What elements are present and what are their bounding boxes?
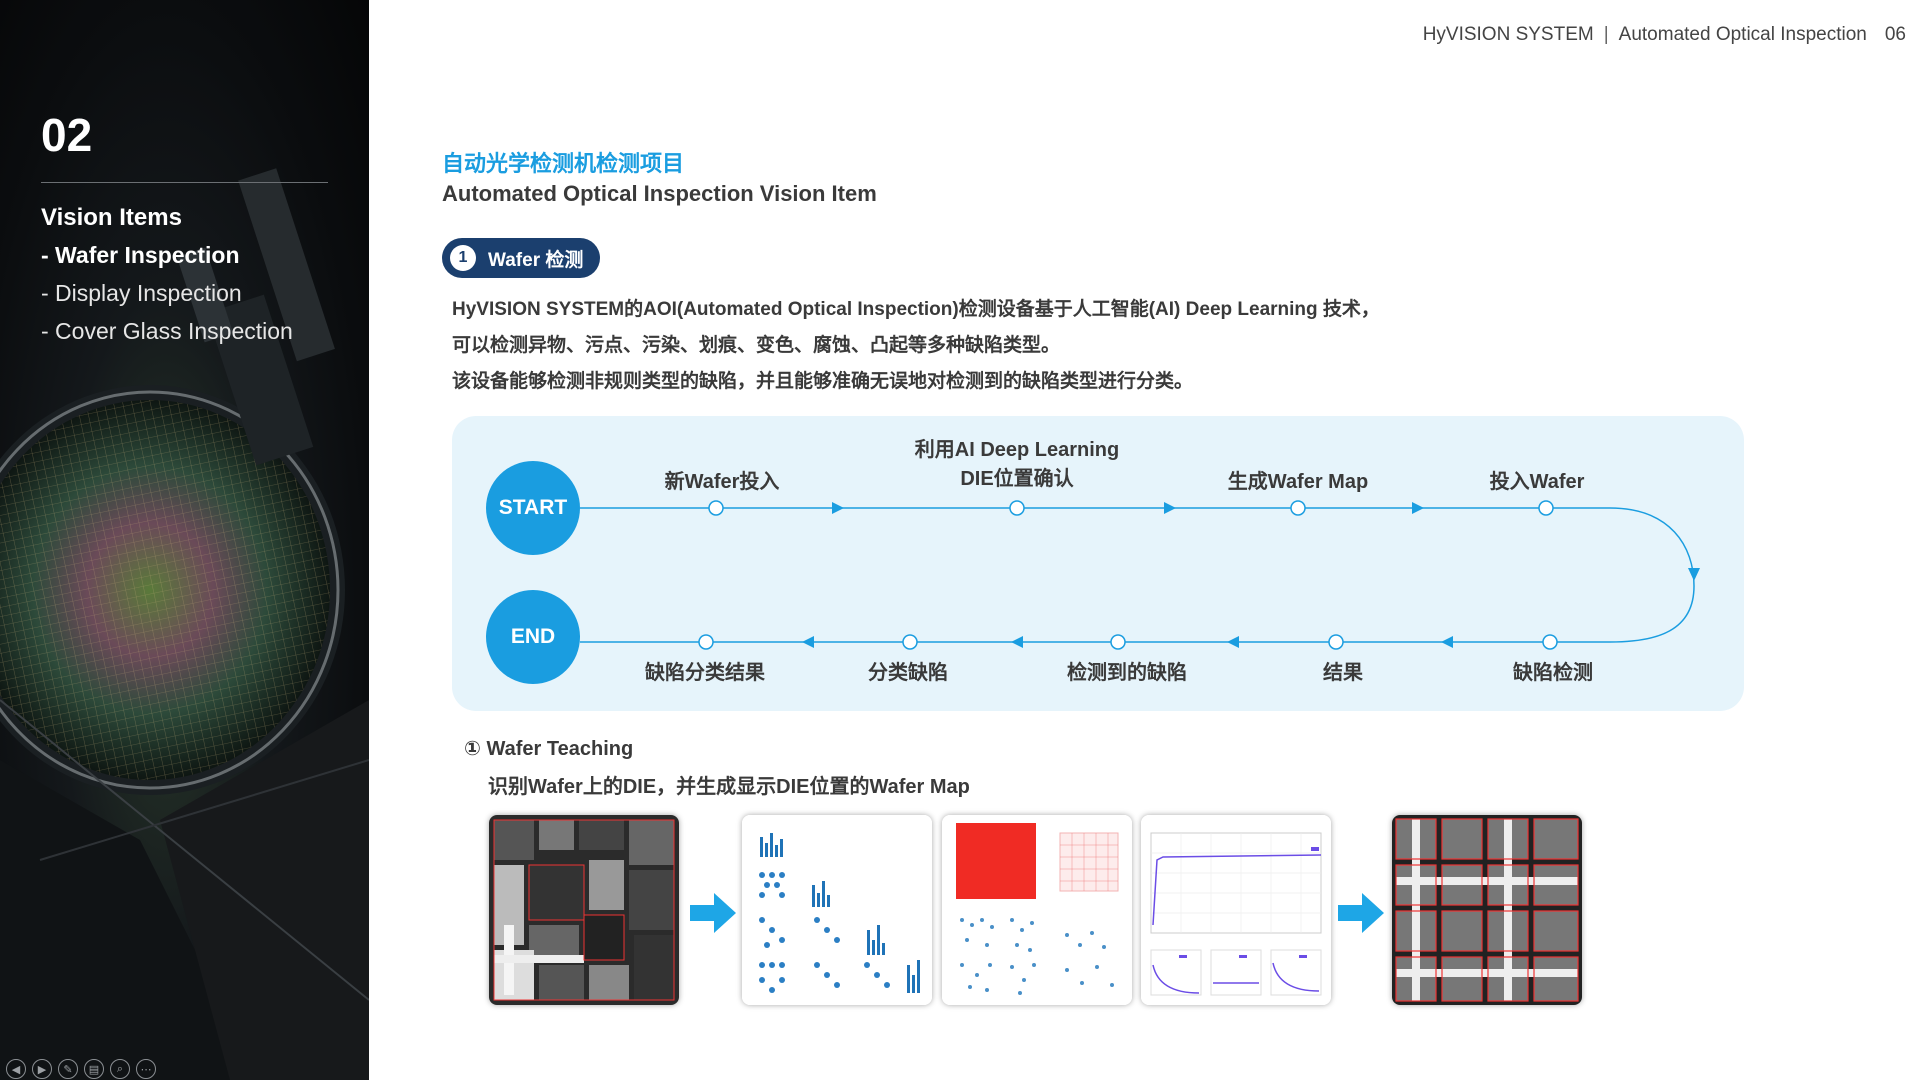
nav-item-wafer-inspection[interactable]: - Wafer Inspection <box>41 242 240 268</box>
section-pill: 1 Wafer 检测 <box>442 238 600 278</box>
process-flow-panel <box>452 416 1744 711</box>
section-number: 02 <box>41 109 93 161</box>
arrow-right-icon <box>1338 893 1384 933</box>
step-defect-detection: 缺陷检测 <box>1513 662 1593 684</box>
flow-curve <box>1609 507 1695 643</box>
nav-item-display-inspection[interactable]: - Display Inspection <box>41 280 242 306</box>
brand-name: HyVISION SYSTEM <box>1422 24 1594 45</box>
arrow-right-icon <box>690 893 736 933</box>
step-classify-defects: 分类缺陷 <box>868 662 948 684</box>
pen-icon[interactable]: ✎ <box>58 1059 78 1079</box>
step-result: 结果 <box>1323 662 1363 684</box>
arrow-left-icon <box>1227 636 1239 648</box>
die-image-thumbnail <box>489 815 679 1005</box>
flow-node <box>1328 634 1344 650</box>
header-subtitle: Automated Optical Inspection <box>1618 24 1867 45</box>
prev-icon[interactable]: ◀ <box>6 1059 26 1079</box>
step-new-wafer: 新Wafer投入 <box>664 471 780 493</box>
arrow-down-icon <box>1688 568 1700 581</box>
arrow-left-icon <box>1441 636 1453 648</box>
flow-node <box>708 500 724 516</box>
description-line-2: 可以检测异物、污点、污染、划痕、变色、腐蚀、凸起等多种缺陷类型。 <box>452 335 1061 356</box>
page-title-en: Automated Optical Inspection Vision Item <box>442 181 877 206</box>
flow-node <box>698 634 714 650</box>
description-line-3: 该设备能够检测非规则类型的缺陷，并且能够准确无误地对检测到的缺陷类型进行分类。 <box>452 371 1194 392</box>
teaching-description: 识别Wafer上的DIE，并生成显示DIE位置的Wafer Map <box>488 776 970 798</box>
nav-item-cover-glass-inspection[interactable]: - Cover Glass Inspection <box>41 318 293 344</box>
zoom-icon[interactable]: ⌕ <box>110 1059 130 1079</box>
die-pattern-analysis-thumbnail <box>742 815 932 1005</box>
die-map-result-thumbnail <box>1392 815 1582 1005</box>
slides-icon[interactable]: ▤ <box>84 1059 104 1079</box>
step-load-wafer: 投入Wafer <box>1489 471 1585 493</box>
description-line-1: HyVISION SYSTEM的AOI(Automated Optical In… <box>452 299 1380 320</box>
process-flow-lines <box>580 500 1700 650</box>
page-header: HyVISION SYSTEM | Automated Optical Insp… <box>1423 24 1906 46</box>
step-detected-defects: 检测到的缺陷 <box>1067 662 1187 684</box>
nav-title: Vision Items <box>41 204 182 231</box>
pill-label: Wafer 检测 <box>488 249 584 271</box>
step-classification-result: 缺陷分类结果 <box>645 662 765 684</box>
page-number: 06 <box>1884 24 1906 45</box>
arrow-left-icon <box>802 636 814 648</box>
arrow-left-icon <box>1011 636 1023 648</box>
divider <box>41 182 328 183</box>
step-wafer-map: 生成Wafer Map <box>1227 471 1369 493</box>
start-node: START <box>486 461 580 555</box>
wafer-background-image <box>0 168 369 1080</box>
pill-number: 1 <box>450 245 476 271</box>
flow-node <box>1110 634 1126 650</box>
end-node: END <box>486 590 580 684</box>
step-die-position: 利用AI Deep Learning DIE位置确认 <box>914 439 1120 490</box>
arrow-right-icon <box>1164 502 1176 514</box>
left-sidebar: 02 Vision Items - Wafer Inspection - Dis… <box>0 0 369 1080</box>
page-title-cn: 自动光学检测机检测项目 <box>442 151 685 176</box>
flow-node <box>1542 634 1558 650</box>
training-graph-thumbnail <box>1141 815 1331 1005</box>
wafer-map-thumbnail <box>942 815 1132 1005</box>
more-icon[interactable]: ⋯ <box>136 1059 156 1079</box>
flow-node <box>902 634 918 650</box>
flow-node <box>1009 500 1025 516</box>
arrow-right-icon <box>1412 502 1424 514</box>
arrow-right-icon <box>832 502 844 514</box>
next-icon[interactable]: ▶ <box>32 1059 52 1079</box>
flow-node <box>1290 500 1306 516</box>
teaching-title: ① Wafer Teaching <box>464 738 634 760</box>
header-separator: | <box>1603 24 1609 45</box>
slideshow-controls: ◀ ▶ ✎ ▤ ⌕ ⋯ <box>6 1059 156 1079</box>
flow-node <box>1538 500 1554 516</box>
